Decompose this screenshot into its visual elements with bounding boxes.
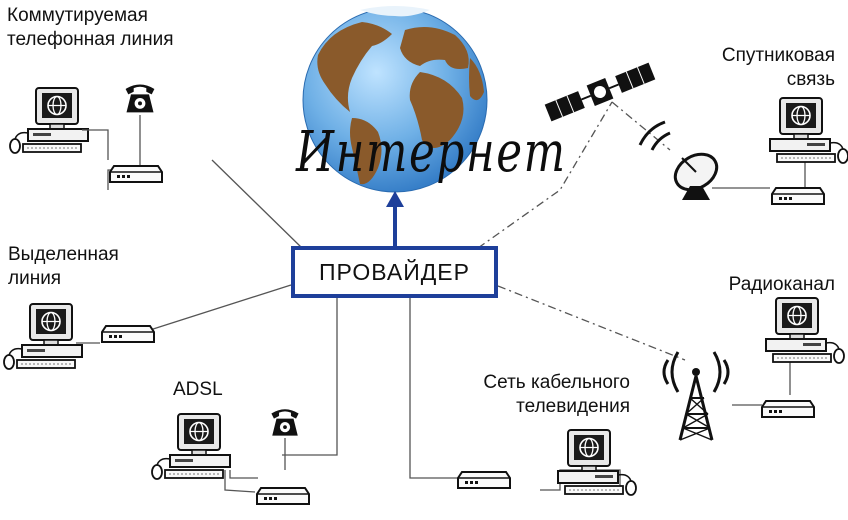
line-cable (409, 298, 460, 479)
satellite-dish-icon (638, 120, 719, 200)
computer-icon (770, 98, 848, 163)
line-dedicated (149, 284, 292, 331)
satellite-icon (544, 62, 656, 122)
line-satellite-down (611, 101, 671, 151)
modem-icon (457, 471, 511, 489)
modem-icon (109, 165, 163, 183)
radio-tower-icon (662, 351, 730, 441)
modem-icon (101, 325, 155, 343)
modem-icon (256, 487, 310, 505)
computer-icon (151, 413, 231, 480)
globe-icon (302, 6, 488, 193)
modem-icon (761, 400, 815, 418)
computer-icon (3, 303, 83, 370)
modem-icon (771, 187, 825, 205)
label-adsl: ADSL (173, 379, 223, 400)
computer-icon (9, 87, 89, 154)
label-satellite: Спутниковая связь (721, 45, 835, 90)
computer-icon (558, 430, 636, 495)
up-arrow-icon (386, 191, 404, 246)
line-adsl (282, 298, 338, 456)
provider-node: ПРОВАЙДЕР (291, 246, 498, 298)
label-dialup: Коммутируемая телефонная линия (7, 5, 174, 50)
provider-label: ПРОВАЙДЕР (319, 258, 470, 285)
telephone-icon (271, 409, 299, 436)
line-dialup (211, 159, 303, 249)
computer-icon (766, 298, 844, 363)
label-radio: Радиоканал (728, 274, 835, 295)
label-dedicated: Выделенная линия (8, 244, 119, 289)
telephone-icon (125, 84, 155, 113)
label-cable: Сеть кабельного телевидения (483, 372, 630, 417)
diagram-title: Интернет (296, 120, 567, 185)
line-radio (497, 285, 686, 361)
line-satellite (477, 101, 613, 249)
line-adsl-pc (229, 470, 258, 479)
